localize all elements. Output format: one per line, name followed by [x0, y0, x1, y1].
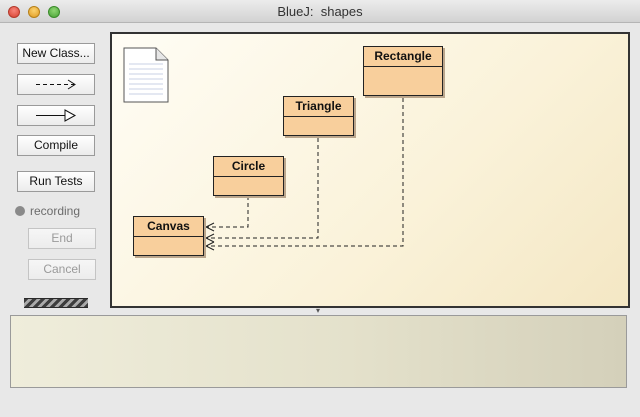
cancel-button[interactable]: Cancel	[28, 259, 96, 280]
class-box-triangle[interactable]: Triangle	[283, 96, 354, 136]
splitter-handle[interactable]: ▾	[315, 306, 320, 315]
document-icon[interactable]	[123, 47, 169, 103]
class-name-triangle: Triangle	[284, 97, 353, 117]
minimize-window-button[interactable]	[28, 6, 40, 18]
zoom-window-button[interactable]	[48, 6, 60, 18]
machine-progress-indicator	[24, 298, 88, 308]
close-window-button[interactable]	[8, 6, 20, 18]
recording-label: recording	[30, 204, 81, 218]
object-bench[interactable]	[10, 315, 627, 388]
window-title: BlueJ: shapes	[277, 4, 363, 19]
end-button[interactable]: End	[28, 228, 96, 249]
class-box-circle[interactable]: Circle	[213, 156, 284, 196]
dependency-arrow-rectangle-canvas[interactable]	[204, 98, 404, 251]
new-dependency-arrow-button[interactable]	[17, 74, 95, 95]
diagram-overlay	[123, 47, 404, 251]
class-box-rectangle[interactable]: Rectangle	[363, 46, 443, 96]
hollow-arrow-icon	[36, 109, 77, 122]
class-name-circle: Circle	[214, 157, 283, 177]
class-box-canvas[interactable]: Canvas	[133, 216, 204, 256]
new-class-button[interactable]: New Class...	[17, 43, 95, 64]
new-inheritance-arrow-button[interactable]	[17, 105, 95, 126]
dashed-arrow-icon	[36, 79, 76, 90]
compile-button[interactable]: Compile	[17, 135, 95, 156]
class-name-rectangle: Rectangle	[364, 47, 442, 67]
left-toolbar: New Class... Compile Run Tests recording…	[0, 23, 108, 313]
dependency-arrow-triangle-canvas[interactable]	[204, 138, 319, 243]
run-tests-button[interactable]: Run Tests	[17, 171, 95, 192]
class-name-canvas: Canvas	[134, 217, 203, 237]
recording-indicator-icon	[15, 206, 25, 216]
title-bar: BlueJ: shapes	[0, 0, 640, 23]
class-diagram-canvas[interactable]: Rectangle Triangle Circle Canvas	[110, 32, 630, 308]
dependency-arrow-circle-canvas[interactable]	[204, 196, 249, 232]
